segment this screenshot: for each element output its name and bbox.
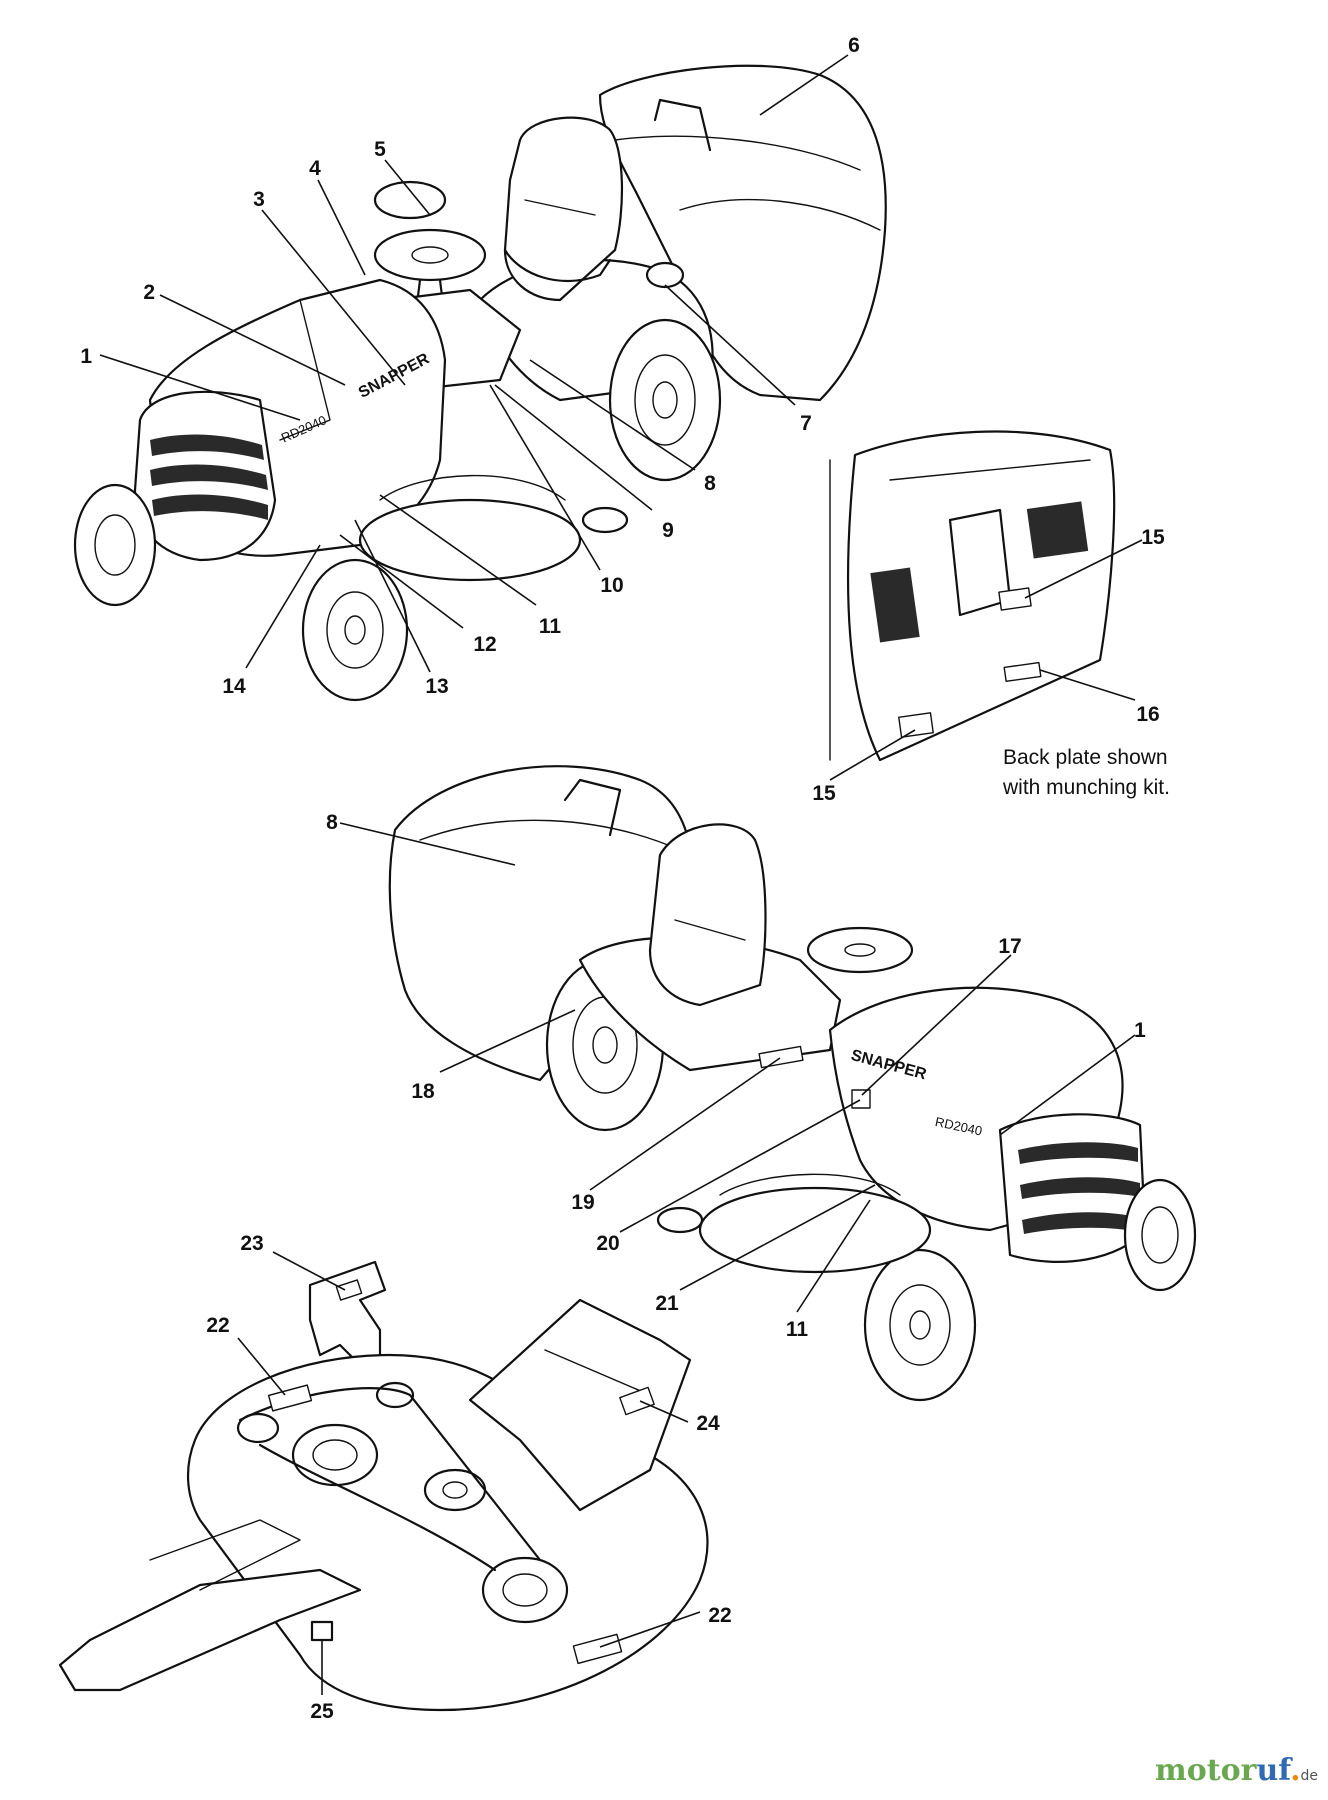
fender-decal — [758, 1045, 804, 1069]
tractor-rear-left-view: SNAPPER RD2040 — [388, 765, 1197, 1402]
watermark-dot: . — [1290, 1753, 1300, 1788]
callout-numbers: 1 2 3 4 5 6 7 8 9 10 11 12 13 14 15 16 1… — [80, 34, 1165, 1723]
chute-decal — [619, 1386, 655, 1416]
callout-18: 18 — [411, 1080, 435, 1103]
callout-2: 2 — [143, 281, 155, 304]
callout-5: 5 — [374, 138, 386, 161]
callout-19: 19 — [571, 1191, 594, 1214]
back-plate-detail: Back plate shown with munching kit. — [829, 430, 1170, 799]
back-plate-decal-upper — [998, 587, 1032, 611]
callout-7: 7 — [800, 412, 812, 435]
svg-text:motoruf.de: motoruf.de — [1155, 1753, 1318, 1788]
callout-15-upper: 15 — [1141, 526, 1165, 549]
callout-11: 11 — [539, 615, 562, 638]
callout-16: 16 — [1136, 703, 1159, 726]
callout-9: 9 — [662, 519, 674, 542]
callout-14: 14 — [222, 675, 246, 698]
watermark-tld: de — [1301, 1768, 1319, 1784]
back-plate-decal-lower-left — [898, 712, 934, 738]
callout-21: 21 — [655, 1292, 679, 1315]
hood-side-decal — [851, 1089, 871, 1109]
callout-23: 23 — [240, 1232, 263, 1255]
callout-3: 3 — [253, 188, 265, 211]
callout-12: 12 — [473, 633, 496, 656]
callout-24: 24 — [696, 1412, 720, 1435]
back-plate-decal-lower-right — [1003, 661, 1042, 682]
watermark-name-2: uf — [1256, 1753, 1293, 1788]
motoruf-watermark: motoruf.de — [1155, 1753, 1318, 1788]
callout-15-lower: 15 — [812, 782, 836, 805]
deck-hitch-decal — [310, 1620, 334, 1642]
callout-22-lower: 22 — [708, 1604, 731, 1627]
bracket-decal — [335, 1279, 363, 1301]
back-plate-note-line-2: with munching kit. — [1002, 776, 1170, 799]
watermark-name-1: motor — [1155, 1753, 1258, 1788]
callout-11-rear-view: 11 — [786, 1318, 809, 1341]
callout-25: 25 — [310, 1700, 334, 1723]
callout-1: 1 — [80, 345, 92, 368]
callout-22-upper: 22 — [206, 1314, 229, 1337]
mower-deck-view — [58, 1260, 709, 1712]
callout-20: 20 — [596, 1232, 619, 1255]
tractor-front-left-view: SNAPPER RD2040 — [73, 64, 887, 702]
callout-6: 6 — [848, 34, 860, 57]
callout-4: 4 — [309, 157, 321, 180]
leader-lines — [99, 54, 1143, 1695]
deck-decal-lower — [572, 1633, 623, 1665]
callout-1-rear-view: 1 — [1134, 1019, 1146, 1042]
callout-17: 17 — [998, 935, 1021, 958]
back-plate-note-line-1: Back plate shown — [1003, 746, 1168, 769]
deck-decal-upper — [267, 1384, 313, 1412]
callout-13: 13 — [425, 675, 448, 698]
callout-10: 10 — [600, 574, 623, 597]
callout-8-rear-view: 8 — [326, 811, 338, 834]
callout-8: 8 — [704, 472, 716, 495]
